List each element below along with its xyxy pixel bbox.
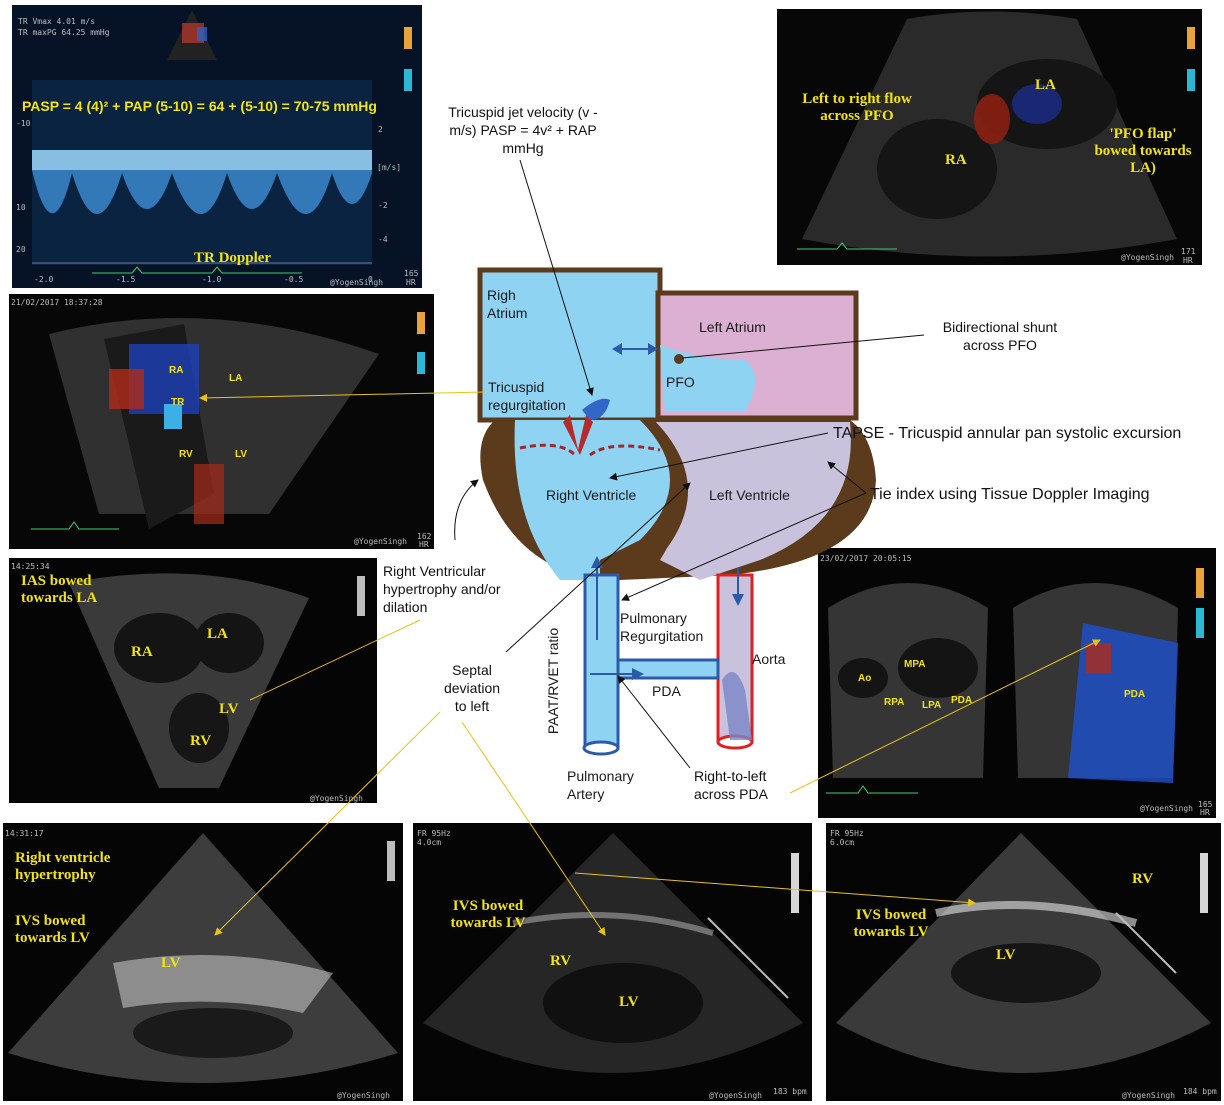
tricuspid-jet-annotation: Tricuspid jet velocity (v - m/s) PASP = … bbox=[438, 103, 608, 157]
right-to-left-annotation: Right-to-left across PDA bbox=[694, 767, 784, 803]
left-atrium-label: Left Atrium bbox=[699, 318, 766, 336]
tricuspid-label: Tricuspid regurgitation bbox=[488, 378, 588, 414]
rv-hypertrophy-annotation: Right Ventricular hypertrophy and/or dil… bbox=[383, 562, 503, 616]
pfo-label: PFO bbox=[666, 373, 695, 391]
aorta-label: Aorta bbox=[752, 650, 785, 668]
pulmonary-artery-label: Pulmonary Artery bbox=[567, 767, 647, 803]
pfo-dot bbox=[674, 354, 684, 364]
right-atrium-label: Righ Atrium bbox=[487, 286, 547, 322]
tapse-annotation: TAPSE - Tricuspid annular pan systolic e… bbox=[833, 425, 1181, 443]
left-ventricle-label: Left Ventricle bbox=[709, 486, 790, 504]
pulmonary-artery bbox=[585, 575, 618, 748]
bidirectional-annotation: Bidirectional shunt across PFO bbox=[930, 318, 1070, 354]
right-ventricle-label: Right Ventricle bbox=[546, 486, 636, 504]
pulmonary-artery-opening bbox=[584, 742, 618, 754]
pulmonary-regurgitation-label: Pulmonary Regurgitation bbox=[620, 609, 720, 645]
septal-deviation-annotation: Septal deviation to left bbox=[437, 661, 507, 715]
paat-label: PAAT/RVET ratio bbox=[544, 628, 562, 734]
tie-index-annotation: Tie index using Tissue Doppler Imaging bbox=[870, 486, 1150, 504]
pda-label: PDA bbox=[652, 682, 681, 700]
